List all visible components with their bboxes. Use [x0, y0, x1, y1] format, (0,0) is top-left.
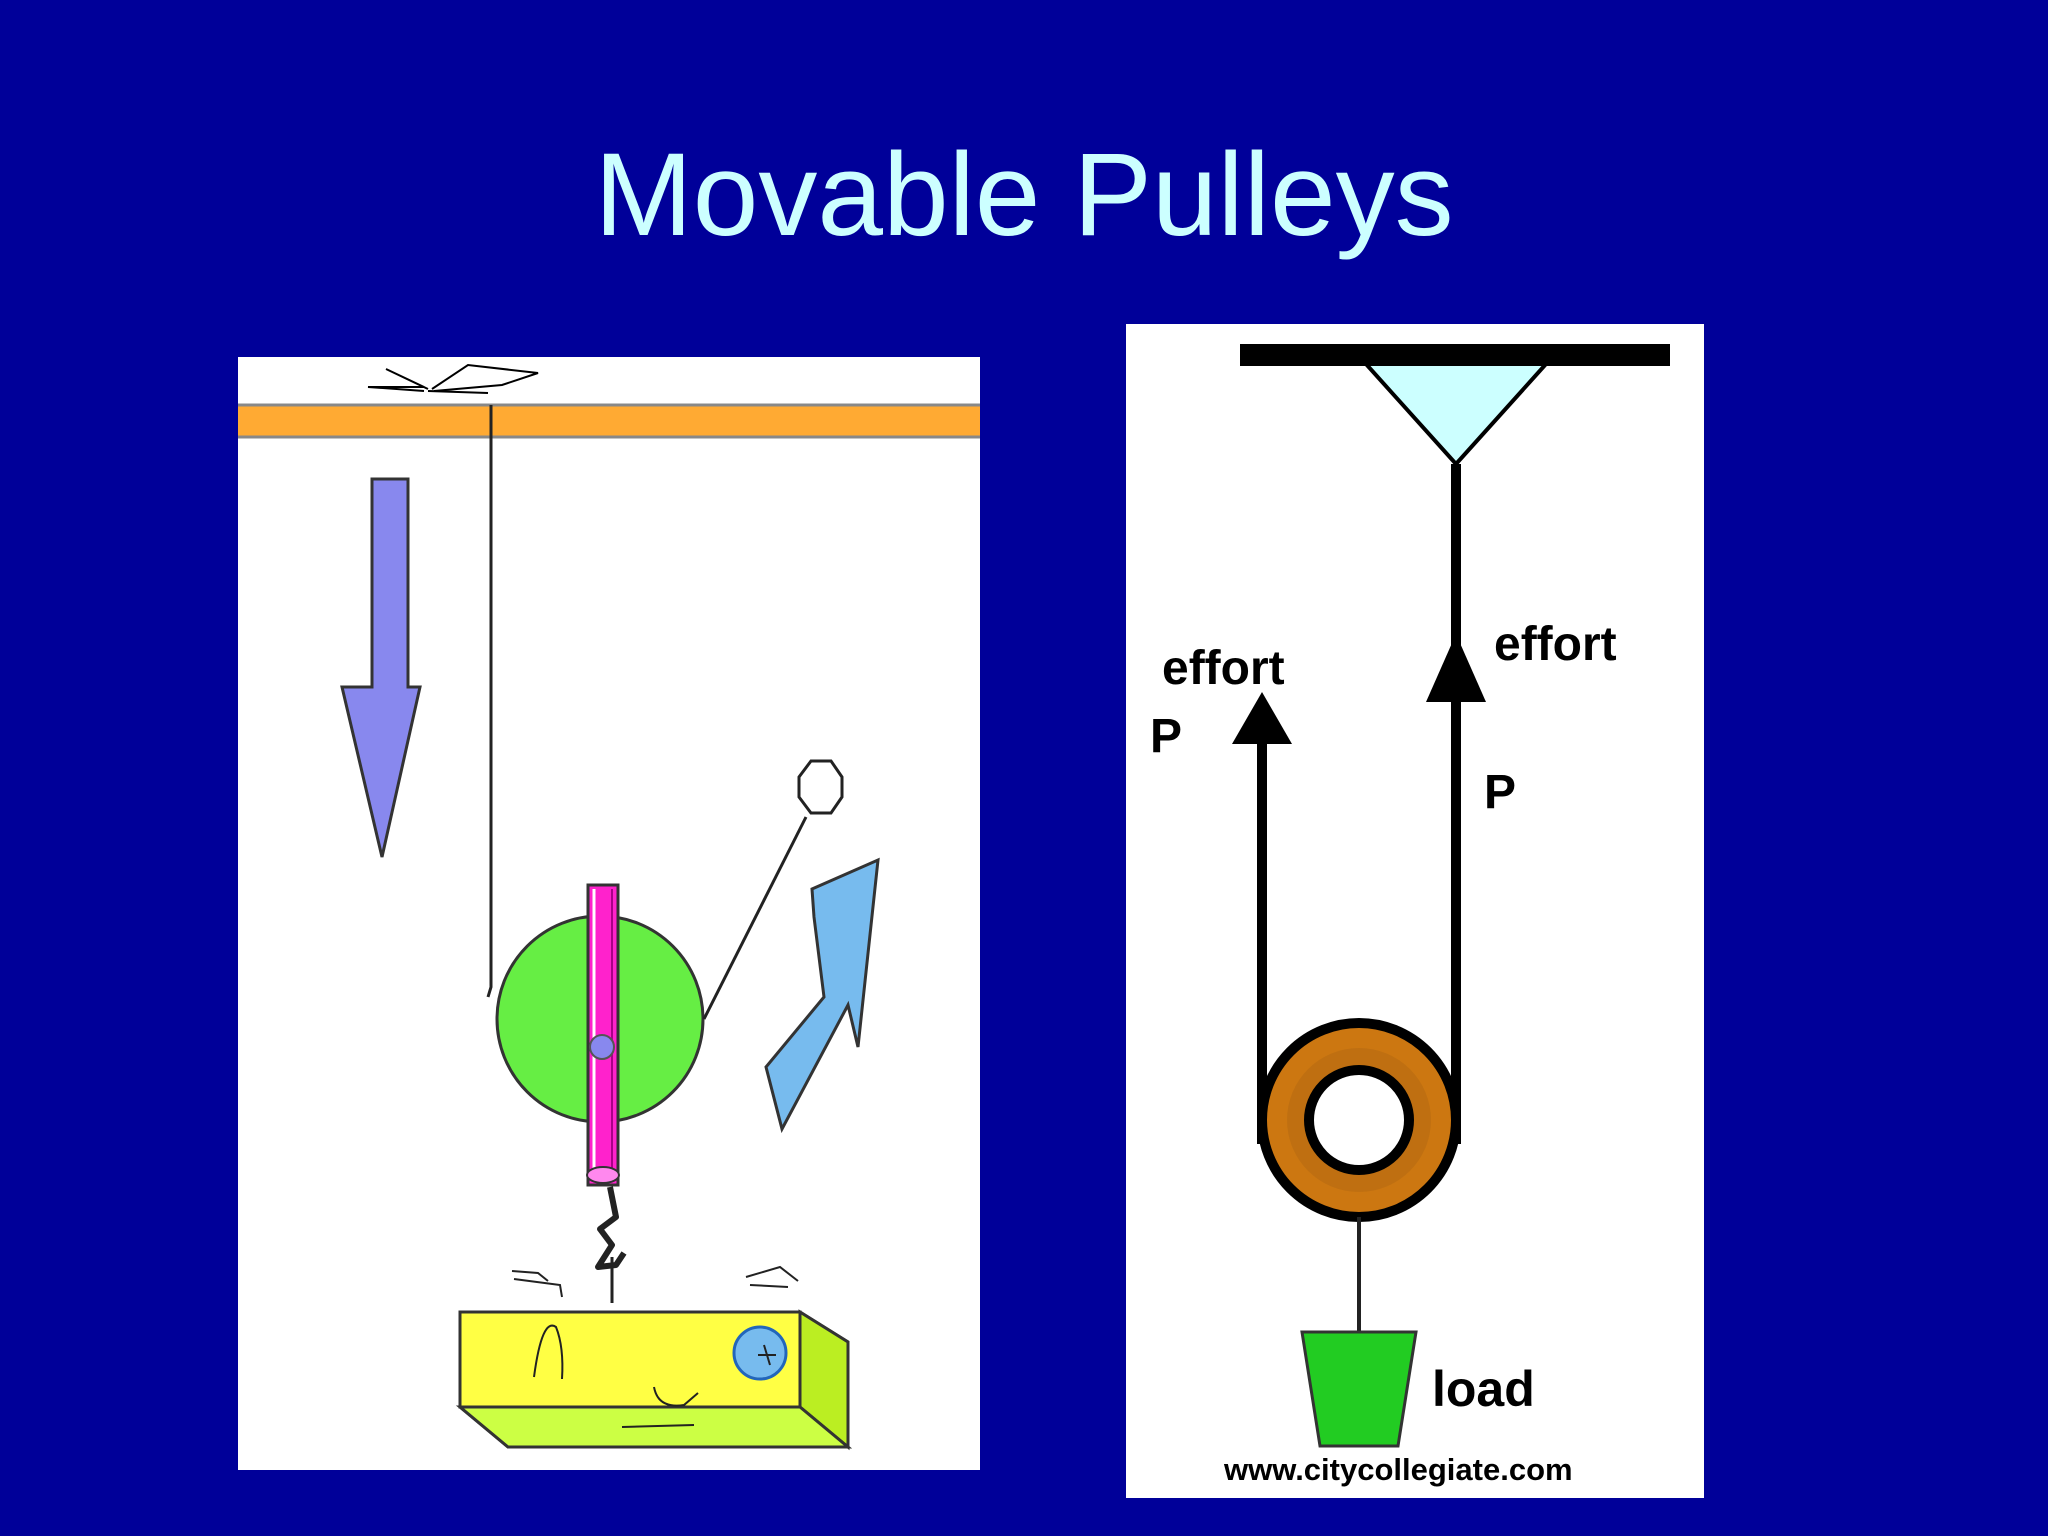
right-pulley-svg: effort P effort P load www.citycollegiat… — [1150, 344, 1670, 1487]
force-label-right: P — [1484, 766, 1516, 819]
slide-title: Movable Pulleys — [594, 129, 1454, 261]
arrow-up-icon — [764, 857, 880, 1134]
ceiling-bar — [238, 405, 980, 437]
effort-arrow-right-icon — [1426, 634, 1486, 702]
watermark: www.citycollegiate.com — [1223, 1452, 1573, 1487]
hook — [595, 1186, 627, 1270]
pulley-hub — [1304, 1065, 1414, 1175]
effort-label-right: effort — [1494, 618, 1617, 671]
load-bucket — [1300, 1330, 1418, 1448]
effort-label-left: effort — [1162, 642, 1285, 695]
effort-arrow-left-icon — [1232, 692, 1292, 744]
hand-ring — [797, 759, 844, 815]
force-label-left: P — [1150, 710, 1182, 763]
load-label: load — [1432, 1361, 1535, 1417]
rope-knot — [367, 363, 539, 394]
pulley-axle — [589, 1034, 615, 1060]
arrow-down-icon — [340, 477, 422, 858]
left-pulley-svg — [238, 363, 980, 1451]
ceiling-beam — [1240, 344, 1670, 366]
support-triangle — [1361, 362, 1551, 467]
left-pulley-illustration — [238, 357, 980, 1470]
box-sticker — [732, 1325, 788, 1381]
rope-pulled-end — [702, 816, 808, 1020]
right-pulley-diagram: effort P effort P load www.citycollegiat… — [1126, 324, 1704, 1498]
